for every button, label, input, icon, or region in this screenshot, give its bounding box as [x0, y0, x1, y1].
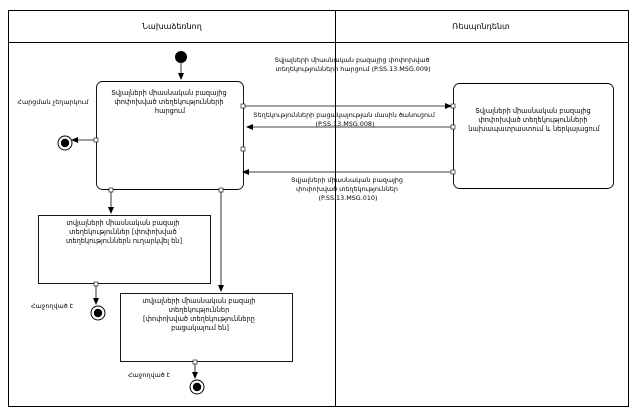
request-state: Տվյալների միասնական բազայից փոփոխված տեղ…: [93, 81, 246, 193]
changed-message-label: Տվյալների միասնական բազայից փոփոխված տեղ…: [291, 176, 405, 202]
initial-node: [175, 51, 187, 63]
received-state-label: տվյալների միասնական բազայի տեղեկությունն…: [66, 219, 182, 245]
final-node-done2: [189, 379, 205, 395]
missing-state: տվյալների միասնական բազայի տեղեկությունն…: [120, 293, 293, 365]
received-state: տվյալների միասնական բազայի տեղեկությունն…: [38, 215, 211, 287]
final-node-cancel: [57, 135, 73, 151]
missing-state-label: տվյալների միասնական բազայի տեղեկությունն…: [142, 297, 257, 332]
diagram-frame: [8, 10, 629, 407]
port: [450, 124, 456, 130]
final-node-done1: [90, 305, 106, 321]
port: [240, 146, 246, 152]
port: [108, 187, 114, 193]
respondent-state: Տվյալների միասնական բազայից փոփոխված տեղ…: [450, 83, 614, 189]
port: [93, 137, 99, 143]
respondent-state-label: Տվյալների միասնական բազայից փոփոխված տեղ…: [467, 107, 600, 133]
port: [450, 103, 456, 109]
port: [93, 281, 99, 287]
port: [192, 359, 198, 365]
port: [240, 103, 246, 109]
cancel-label: Հարցման չեղարկում: [17, 98, 89, 106]
done1-label: Հաջողված է: [31, 302, 74, 310]
lane-title-respondent: Ռեսպոնդենտ: [452, 22, 510, 31]
request-state-label: Տվյալների միասնական բազայից փոփոխված տեղ…: [111, 89, 229, 115]
done2-label: Հաջողված է: [128, 371, 171, 379]
port: [450, 169, 456, 175]
request-message-label: Տվյալների միասնական բազայից փոփոխված տեղ…: [274, 56, 431, 73]
lane-title-initiator: Նախաձեռնող: [142, 22, 203, 31]
port: [218, 187, 224, 193]
absence-message-label: Տեղեկությունների բացակայության մասին ծան…: [253, 111, 437, 128]
